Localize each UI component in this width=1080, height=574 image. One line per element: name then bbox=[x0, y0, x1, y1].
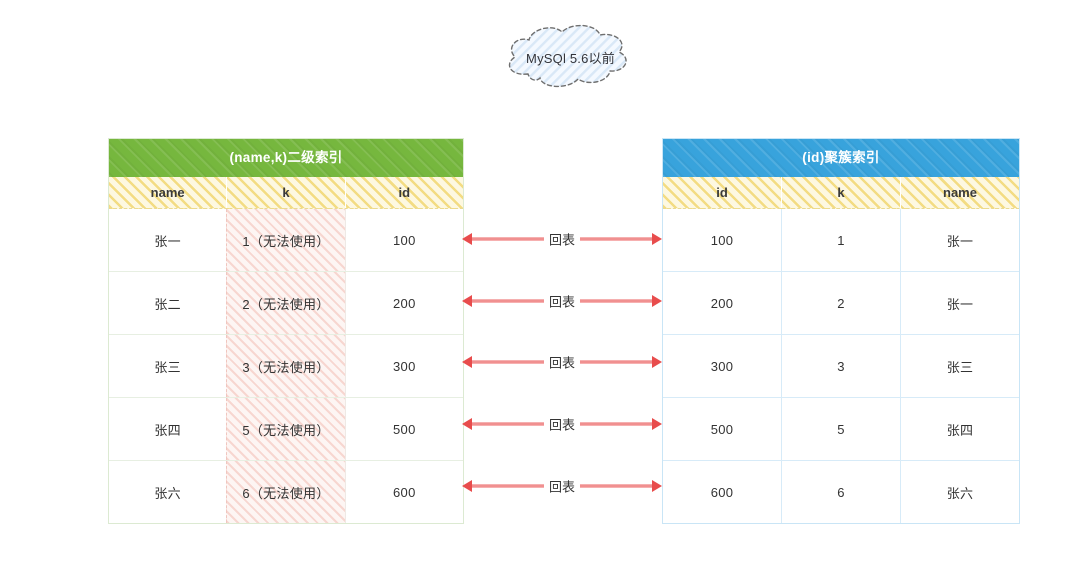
clustered-index-table: (id)聚簇索引 id k name 100 1 张一 200 2 张一 300… bbox=[662, 138, 1020, 524]
table-row: 张六 6（无法使用） 600 bbox=[109, 460, 463, 523]
arrowhead-right-icon bbox=[652, 480, 662, 492]
secondary-index-title: (name,k)二级索引 bbox=[109, 139, 463, 177]
column-header-name: name bbox=[900, 177, 1019, 208]
arrowhead-right-icon bbox=[652, 295, 662, 307]
table-row: 500 5 张四 bbox=[663, 397, 1019, 460]
cell-id: 500 bbox=[710, 421, 734, 437]
cell-name: 张一 bbox=[900, 272, 1019, 334]
back-to-table-label: 回表 bbox=[543, 414, 581, 434]
back-to-table-label: 回表 bbox=[543, 291, 581, 311]
column-header-k: k bbox=[781, 177, 900, 208]
column-header-k: k bbox=[226, 177, 344, 208]
cell-id: 600 bbox=[344, 461, 463, 523]
cell-k-unusable: 5（无法使用） bbox=[226, 398, 346, 460]
cell-id: 300 bbox=[344, 335, 463, 397]
arrowhead-right-icon bbox=[652, 233, 662, 245]
cloud-annotation: MySQl 5.6以前 bbox=[498, 18, 643, 96]
clustered-index-column-headers: id k name bbox=[663, 177, 1019, 209]
table-row: 张三 3（无法使用） 300 bbox=[109, 334, 463, 397]
cell-name: 张三 bbox=[900, 335, 1019, 397]
column-header-id: id bbox=[716, 185, 728, 200]
cell-name: 张三 bbox=[154, 359, 181, 375]
cloud-label: MySQl 5.6以前 bbox=[526, 50, 615, 66]
back-to-table-arrow: 回表 bbox=[462, 291, 662, 311]
cell-id: 200 bbox=[710, 295, 734, 311]
back-to-table-arrow: 回表 bbox=[462, 352, 662, 372]
cell-name: 张六 bbox=[154, 485, 181, 501]
cell-k: 1 bbox=[781, 209, 900, 271]
back-to-table-label: 回表 bbox=[543, 229, 581, 249]
table-row: 100 1 张一 bbox=[663, 209, 1019, 271]
cell-k-unusable: 3（无法使用） bbox=[226, 335, 346, 397]
cell-id: 300 bbox=[710, 358, 734, 374]
cell-id: 100 bbox=[710, 232, 734, 248]
cell-k-unusable: 1（无法使用） bbox=[226, 209, 346, 271]
table-row: 张一 1（无法使用） 100 bbox=[109, 209, 463, 271]
cell-name: 张一 bbox=[154, 233, 181, 249]
cell-k: 6 bbox=[781, 461, 900, 523]
cell-name: 张四 bbox=[154, 422, 181, 438]
cell-name: 张一 bbox=[900, 209, 1019, 271]
cell-k: 2 bbox=[781, 272, 900, 334]
back-to-table-arrow: 回表 bbox=[462, 476, 662, 496]
arrowhead-left-icon bbox=[462, 480, 472, 492]
table-row: 600 6 张六 bbox=[663, 460, 1019, 523]
table-row: 张四 5（无法使用） 500 bbox=[109, 397, 463, 460]
arrowhead-right-icon bbox=[652, 356, 662, 368]
cell-id: 500 bbox=[344, 398, 463, 460]
arrowhead-left-icon bbox=[462, 295, 472, 307]
arrowhead-left-icon bbox=[462, 418, 472, 430]
cell-id: 600 bbox=[710, 484, 734, 500]
back-to-table-arrow: 回表 bbox=[462, 414, 662, 434]
back-to-table-arrow: 回表 bbox=[462, 229, 662, 249]
secondary-index-column-headers: name k id bbox=[109, 177, 463, 209]
back-to-table-label: 回表 bbox=[543, 352, 581, 372]
secondary-index-table: (name,k)二级索引 name k id 张一 1（无法使用） 100 张二… bbox=[108, 138, 464, 524]
table-row: 张二 2（无法使用） 200 bbox=[109, 271, 463, 334]
cell-id: 100 bbox=[344, 209, 463, 271]
column-header-name: name bbox=[150, 185, 185, 200]
column-header-id: id bbox=[344, 177, 463, 208]
cell-k-unusable: 2（无法使用） bbox=[226, 272, 346, 334]
cell-name: 张二 bbox=[154, 296, 181, 312]
cell-k: 3 bbox=[781, 335, 900, 397]
arrowhead-left-icon bbox=[462, 233, 472, 245]
table-row: 200 2 张一 bbox=[663, 271, 1019, 334]
cloud-shape-icon bbox=[508, 24, 627, 88]
table-row: 300 3 张三 bbox=[663, 334, 1019, 397]
cell-name: 张四 bbox=[900, 398, 1019, 460]
back-to-table-label: 回表 bbox=[543, 476, 581, 496]
cell-k: 5 bbox=[781, 398, 900, 460]
cell-k-unusable: 6（无法使用） bbox=[226, 461, 346, 523]
cell-name: 张六 bbox=[900, 461, 1019, 523]
cell-id: 200 bbox=[344, 272, 463, 334]
clustered-index-title: (id)聚簇索引 bbox=[663, 139, 1019, 177]
arrowhead-right-icon bbox=[652, 418, 662, 430]
arrowhead-left-icon bbox=[462, 356, 472, 368]
